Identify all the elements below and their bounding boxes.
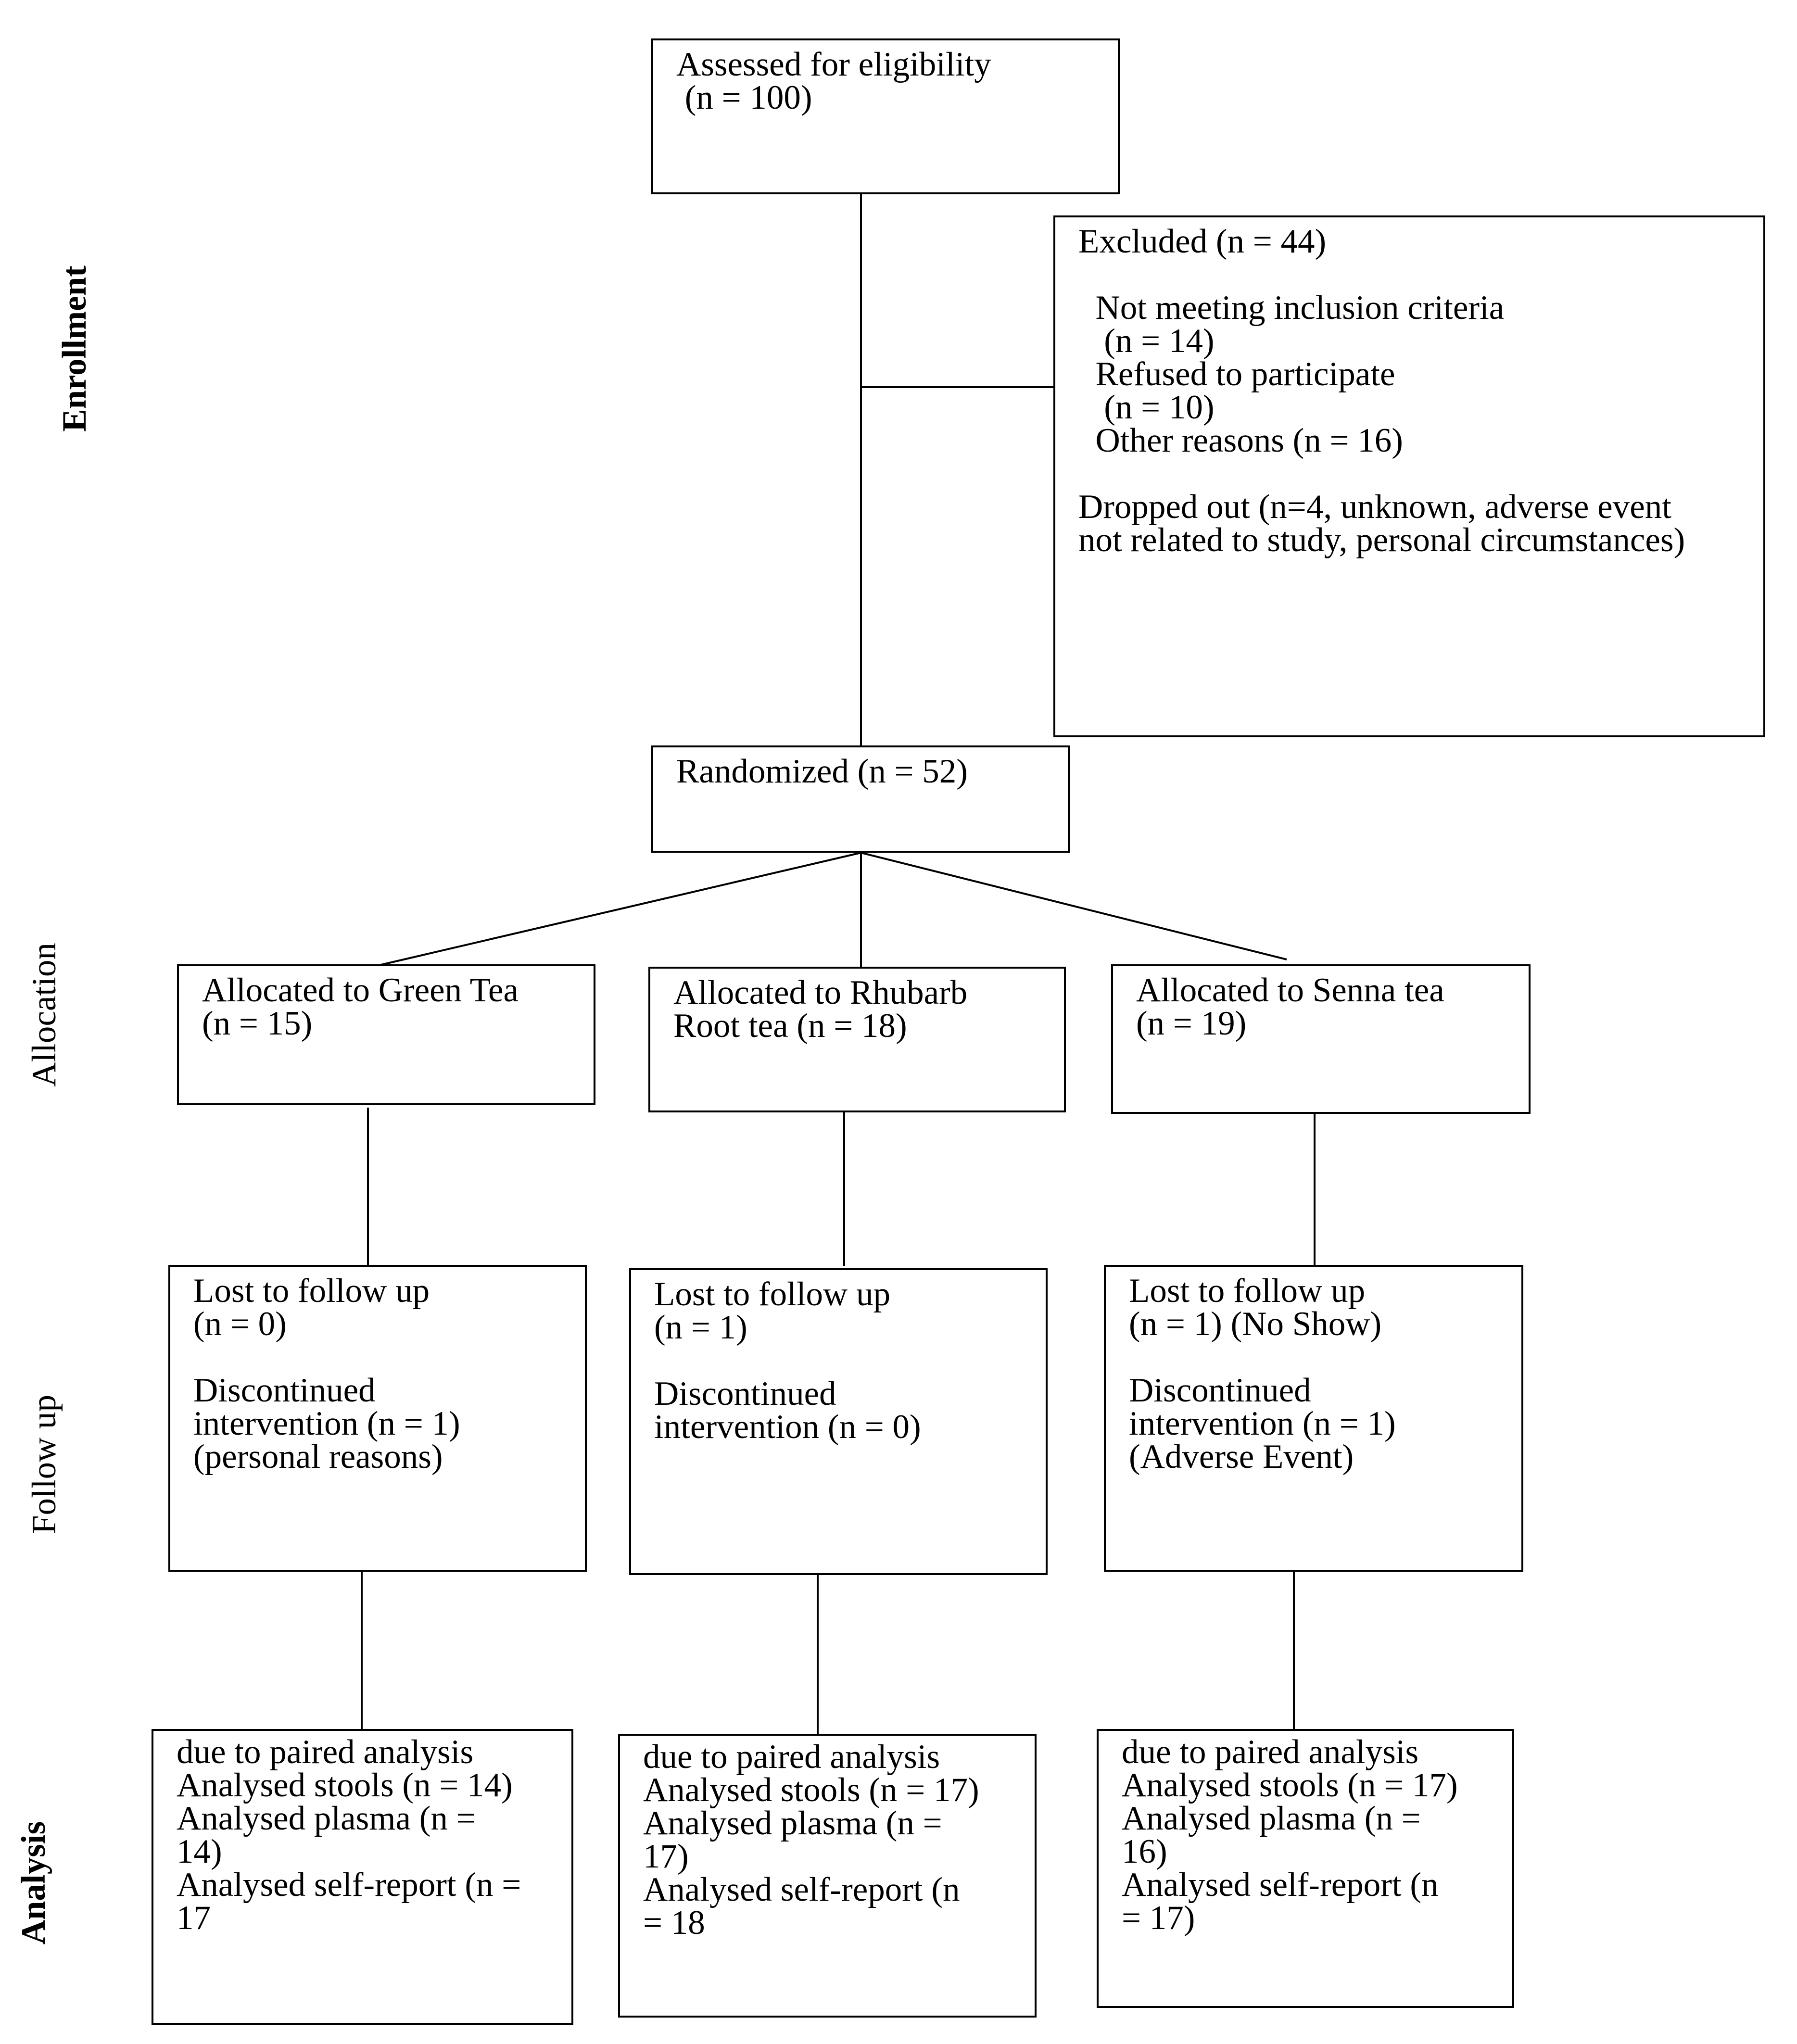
stage-label-analysis: Analysis [15, 1821, 52, 1945]
followup-rhubarb-lost-count: (n = 1) [654, 1309, 747, 1346]
assessed-label: Assessed for eligibility [676, 46, 991, 83]
analysis-senna-line: Analysed plasma (n = [1122, 1800, 1421, 1837]
analysis-senna-line: Analysed stools (n = 17) [1122, 1766, 1458, 1804]
excluded-box: Excluded (n = 44) Not meeting inclusion … [1053, 215, 1765, 737]
analysis-box-green-tea: due to paired analysis Analysed stools (… [152, 1729, 573, 2025]
followup-green-discontinued: intervention (n = 1) [193, 1405, 460, 1442]
randomized-box: Randomized (n = 52) [651, 745, 1070, 853]
analysis-green-line: due to paired analysis [177, 1733, 474, 1771]
excluded-reason: Refused to participate [1078, 355, 1395, 393]
connector-to-senna [861, 852, 1287, 960]
excluded-reason: Other reasons (n = 16) [1078, 422, 1403, 459]
followup-senna-lost: Lost to follow up [1129, 1272, 1366, 1310]
analysis-rhubarb-line: 17) [643, 1838, 689, 1875]
stage-label-follow-up: Follow up [25, 1395, 63, 1534]
followup-green-lost-count: (n = 0) [193, 1305, 287, 1343]
excluded-reason: (n = 10) [1078, 389, 1215, 426]
analysis-rhubarb-line: Analysed stools (n = 17) [643, 1771, 979, 1809]
followup-box-rhubarb-root-tea: Lost to follow up (n = 1) Discontinued i… [629, 1268, 1048, 1575]
analysis-senna-line: Analysed self-report (n [1122, 1866, 1439, 1904]
assessed-count: (n = 100) [676, 79, 812, 116]
analysis-box-senna-tea: due to paired analysis Analysed stools (… [1097, 1729, 1514, 2008]
analysis-green-line: Analysed stools (n = 14) [177, 1766, 513, 1804]
allocation-rhubarb-label: Allocated to Rhubarb [673, 974, 968, 1011]
allocation-box-green-tea: Allocated to Green Tea (n = 15) [177, 964, 595, 1105]
followup-rhubarb-discontinued: intervention (n = 0) [654, 1408, 921, 1446]
analysis-senna-line: = 17) [1122, 1899, 1195, 1937]
analysis-rhubarb-line: Analysed self-report (n [643, 1871, 960, 1908]
followup-senna-lost-count: (n = 1) (No Show) [1129, 1305, 1382, 1343]
assessed-box: Assessed for eligibility (n = 100) [651, 38, 1120, 194]
analysis-green-line: Analysed self-report (n = [177, 1866, 521, 1904]
followup-rhubarb-discontinued: Discontinued [654, 1375, 836, 1413]
excluded-reason: Not meeting inclusion criteria [1078, 289, 1505, 327]
followup-box-green-tea: Lost to follow up (n = 0) Discontinued i… [168, 1265, 587, 1572]
analysis-rhubarb-line: Analysed plasma (n = [643, 1804, 942, 1842]
randomized-label: Randomized (n = 52) [676, 753, 968, 790]
connector-to-green [372, 852, 861, 968]
followup-senna-discontinued: (Adverse Event) [1129, 1438, 1354, 1476]
allocation-box-rhubarb-root-tea: Allocated to Rhubarb Root tea (n = 18) [648, 967, 1066, 1112]
followup-rhubarb-lost: Lost to follow up [654, 1275, 891, 1313]
allocation-senna-label: Allocated to Senna tea [1136, 972, 1444, 1009]
allocation-green-label: Allocated to Green Tea [202, 972, 519, 1009]
analysis-green-line: 14) [177, 1833, 222, 1870]
dropped-out-text: Dropped out (n=4, unknown, adverse event [1078, 488, 1671, 526]
followup-senna-discontinued: intervention (n = 1) [1129, 1405, 1396, 1442]
allocation-senna-count: (n = 19) [1136, 1005, 1247, 1042]
followup-green-lost: Lost to follow up [193, 1272, 430, 1310]
analysis-senna-line: due to paired analysis [1122, 1733, 1419, 1771]
excluded-reason: (n = 14) [1078, 322, 1215, 360]
followup-senna-discontinued: Discontinued [1129, 1372, 1311, 1409]
analysis-rhubarb-line: due to paired analysis [643, 1738, 940, 1776]
followup-box-senna-tea: Lost to follow up (n = 1) (No Show) Disc… [1104, 1265, 1523, 1572]
excluded-title: Excluded (n = 44) [1078, 223, 1327, 260]
analysis-rhubarb-line: = 18 [643, 1904, 705, 1942]
allocation-rhubarb-count: Root tea (n = 18) [673, 1007, 907, 1045]
analysis-senna-line: 16) [1122, 1833, 1167, 1870]
analysis-green-line: Analysed plasma (n = [177, 1800, 476, 1837]
stage-label-enrollment: Enrollment [56, 265, 93, 432]
followup-green-discontinued: (personal reasons) [193, 1438, 443, 1476]
followup-green-discontinued: Discontinued [193, 1372, 376, 1409]
allocation-green-count: (n = 15) [202, 1005, 313, 1042]
analysis-box-rhubarb-root-tea: due to paired analysis Analysed stools (… [618, 1734, 1037, 2018]
allocation-box-senna-tea: Allocated to Senna tea (n = 19) [1111, 964, 1531, 1114]
stage-label-allocation: Allocation [25, 943, 63, 1087]
dropped-out-text: not related to study, personal circumsta… [1078, 521, 1685, 559]
analysis-green-line: 17 [177, 1899, 211, 1937]
